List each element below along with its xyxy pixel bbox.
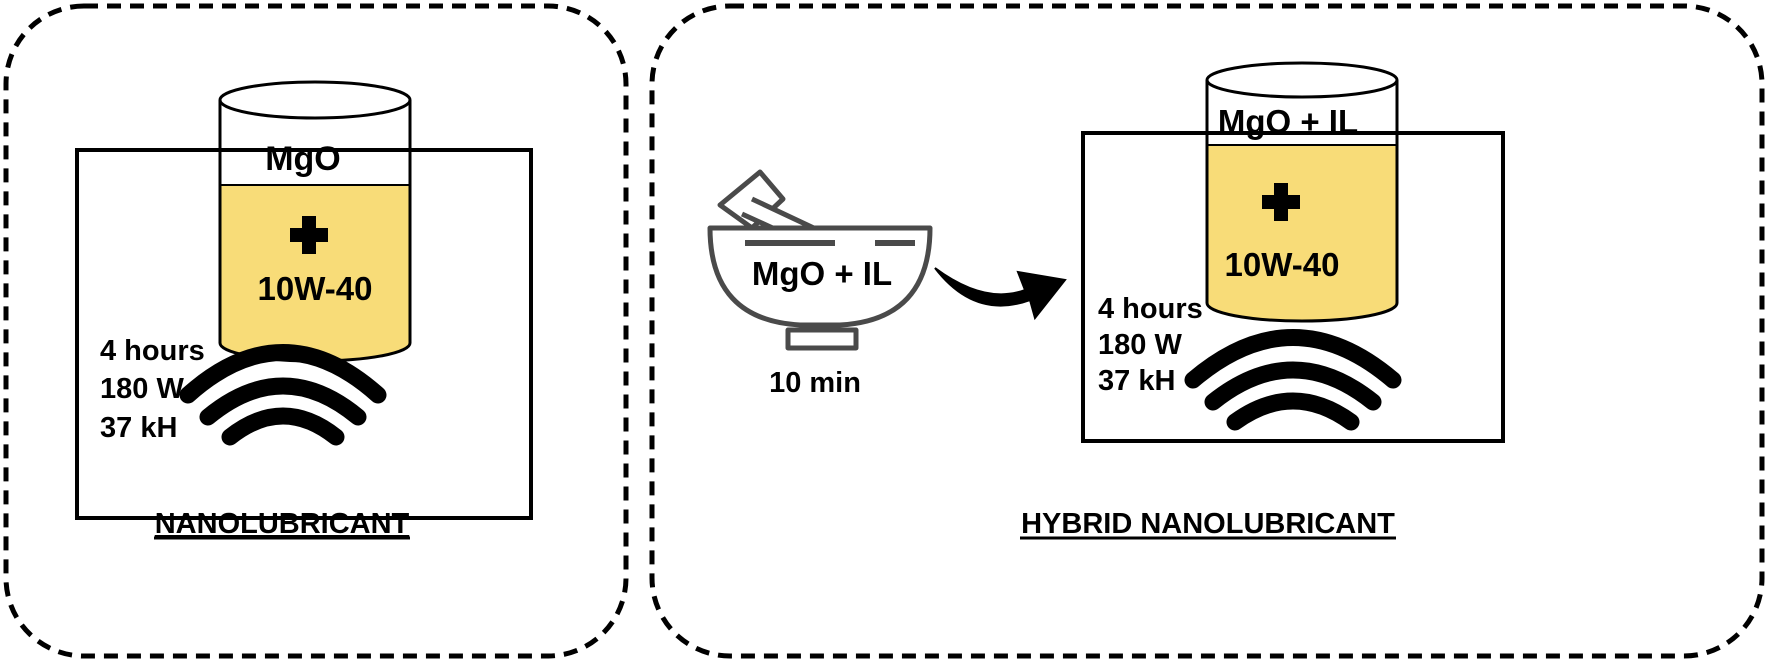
right-condition-frequency: 37 kH — [1098, 365, 1175, 397]
mortar-time-label: 10 min — [769, 367, 861, 399]
left-beaker — [218, 80, 412, 363]
left-beaker-oil — [220, 185, 410, 361]
mortar-and-pestle-icon — [707, 169, 933, 351]
hybrid-nanolubricant-panel: MgO + IL 10 min MgO + IL 10W-40 4 hours … — [649, 3, 1765, 659]
nanolubricant-panel: MgO 10W-40 4 hours 180 W 37 kH NANOLUBRI… — [3, 3, 629, 659]
right-beaker-top-label: MgO + IL — [1218, 103, 1358, 140]
right-oil-label: 10W-40 — [1225, 246, 1340, 283]
right-condition-time: 4 hours — [1098, 293, 1203, 325]
plus-icon — [290, 216, 328, 254]
curved-arrow-icon — [934, 267, 1067, 321]
plus-icon — [1262, 183, 1300, 221]
left-condition-time: 4 hours — [100, 335, 205, 367]
right-beaker — [1205, 61, 1399, 323]
right-panel-title: HYBRID NANOLUBRICANT — [1021, 508, 1395, 540]
left-panel-dashed-border — [3, 3, 629, 659]
ultrasound-waves-icon — [179, 344, 387, 446]
left-condition-frequency: 37 kH — [100, 412, 177, 444]
left-beaker-top-label: MgO — [265, 140, 341, 178]
right-beaker-oil — [1207, 145, 1397, 321]
mortar-label: MgO + IL — [752, 255, 892, 292]
right-panel-dashed-border — [649, 3, 1765, 659]
right-condition-power: 180 W — [1098, 329, 1182, 361]
left-panel-title: NANOLUBRICANT — [155, 508, 410, 540]
left-oil-label: 10W-40 — [258, 270, 373, 307]
left-condition-power: 180 W — [100, 373, 184, 405]
ultrasound-waves-icon — [1184, 329, 1402, 431]
